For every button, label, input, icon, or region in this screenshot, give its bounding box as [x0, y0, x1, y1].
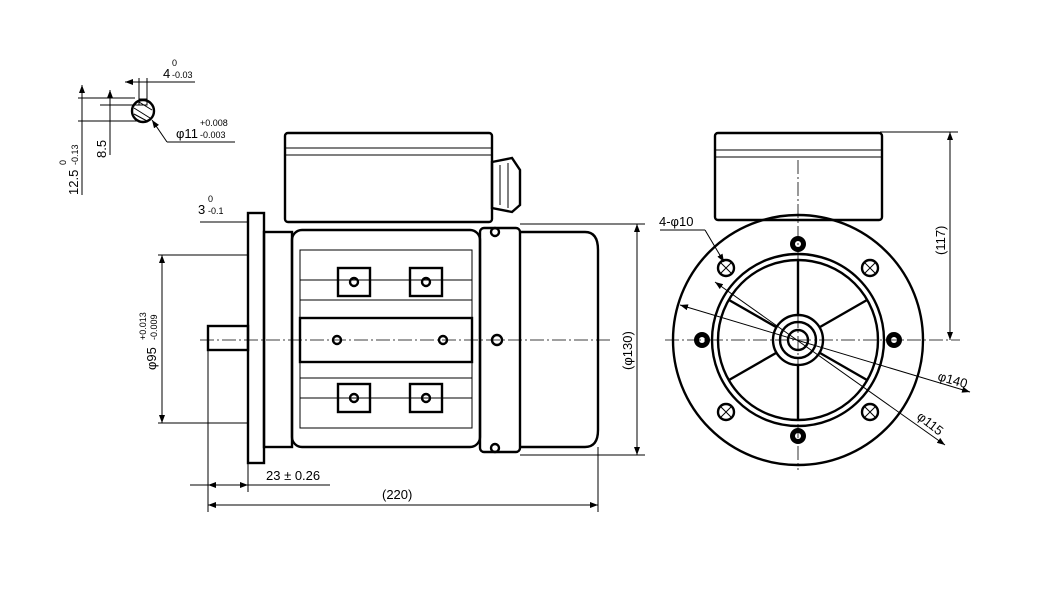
flange-thickness-label: 3 — [198, 202, 205, 217]
flange-thickness-tol-upper: 0 — [208, 194, 213, 204]
shaft-length-label: 23 ± 0.26 — [266, 468, 320, 483]
shaft-keyway-detail: 4 0 -0.03 φ11 +0.008 -0.003 8.5 12.5 0 -… — [58, 58, 235, 195]
key-height-tol-upper: 0 — [58, 160, 68, 165]
holes-label: 4-φ10 — [659, 214, 693, 229]
key-height-label: 12.5 — [66, 170, 81, 195]
key-depth-label: 8.5 — [94, 140, 109, 158]
key-width-label: 4 — [163, 66, 170, 81]
shaft-diameter-tol-lower: -0.003 — [200, 130, 226, 140]
front-view: (117) 4-φ10 φ140 φ115 — [659, 131, 971, 470]
spigot-diameter-label: φ95 — [144, 347, 159, 370]
key-height-tol-lower: -0.13 — [70, 144, 80, 165]
key-width-tol-upper: 0 — [172, 58, 177, 68]
body-diameter-label: (φ130) — [620, 331, 635, 370]
shaft-diameter-tol-upper: +0.008 — [200, 118, 228, 128]
shaft-diameter-label: φ11 — [176, 126, 198, 141]
pcd-label: φ115 — [914, 409, 946, 439]
height-label: (117) — [933, 226, 948, 255]
overall-length-label: (220) — [382, 487, 412, 502]
flange-diameter-label: φ140 — [936, 368, 969, 391]
side-view: 3 0 -0.1 φ95 +0.013 -0.009 23 ± 0.26 (22… — [138, 131, 645, 512]
spigot-tol-upper: +0.013 — [138, 312, 148, 340]
spigot-tol-lower: -0.009 — [149, 314, 159, 340]
flange-thickness-tol-lower: -0.1 — [208, 206, 224, 216]
key-width-tol-lower: -0.03 — [172, 70, 193, 80]
